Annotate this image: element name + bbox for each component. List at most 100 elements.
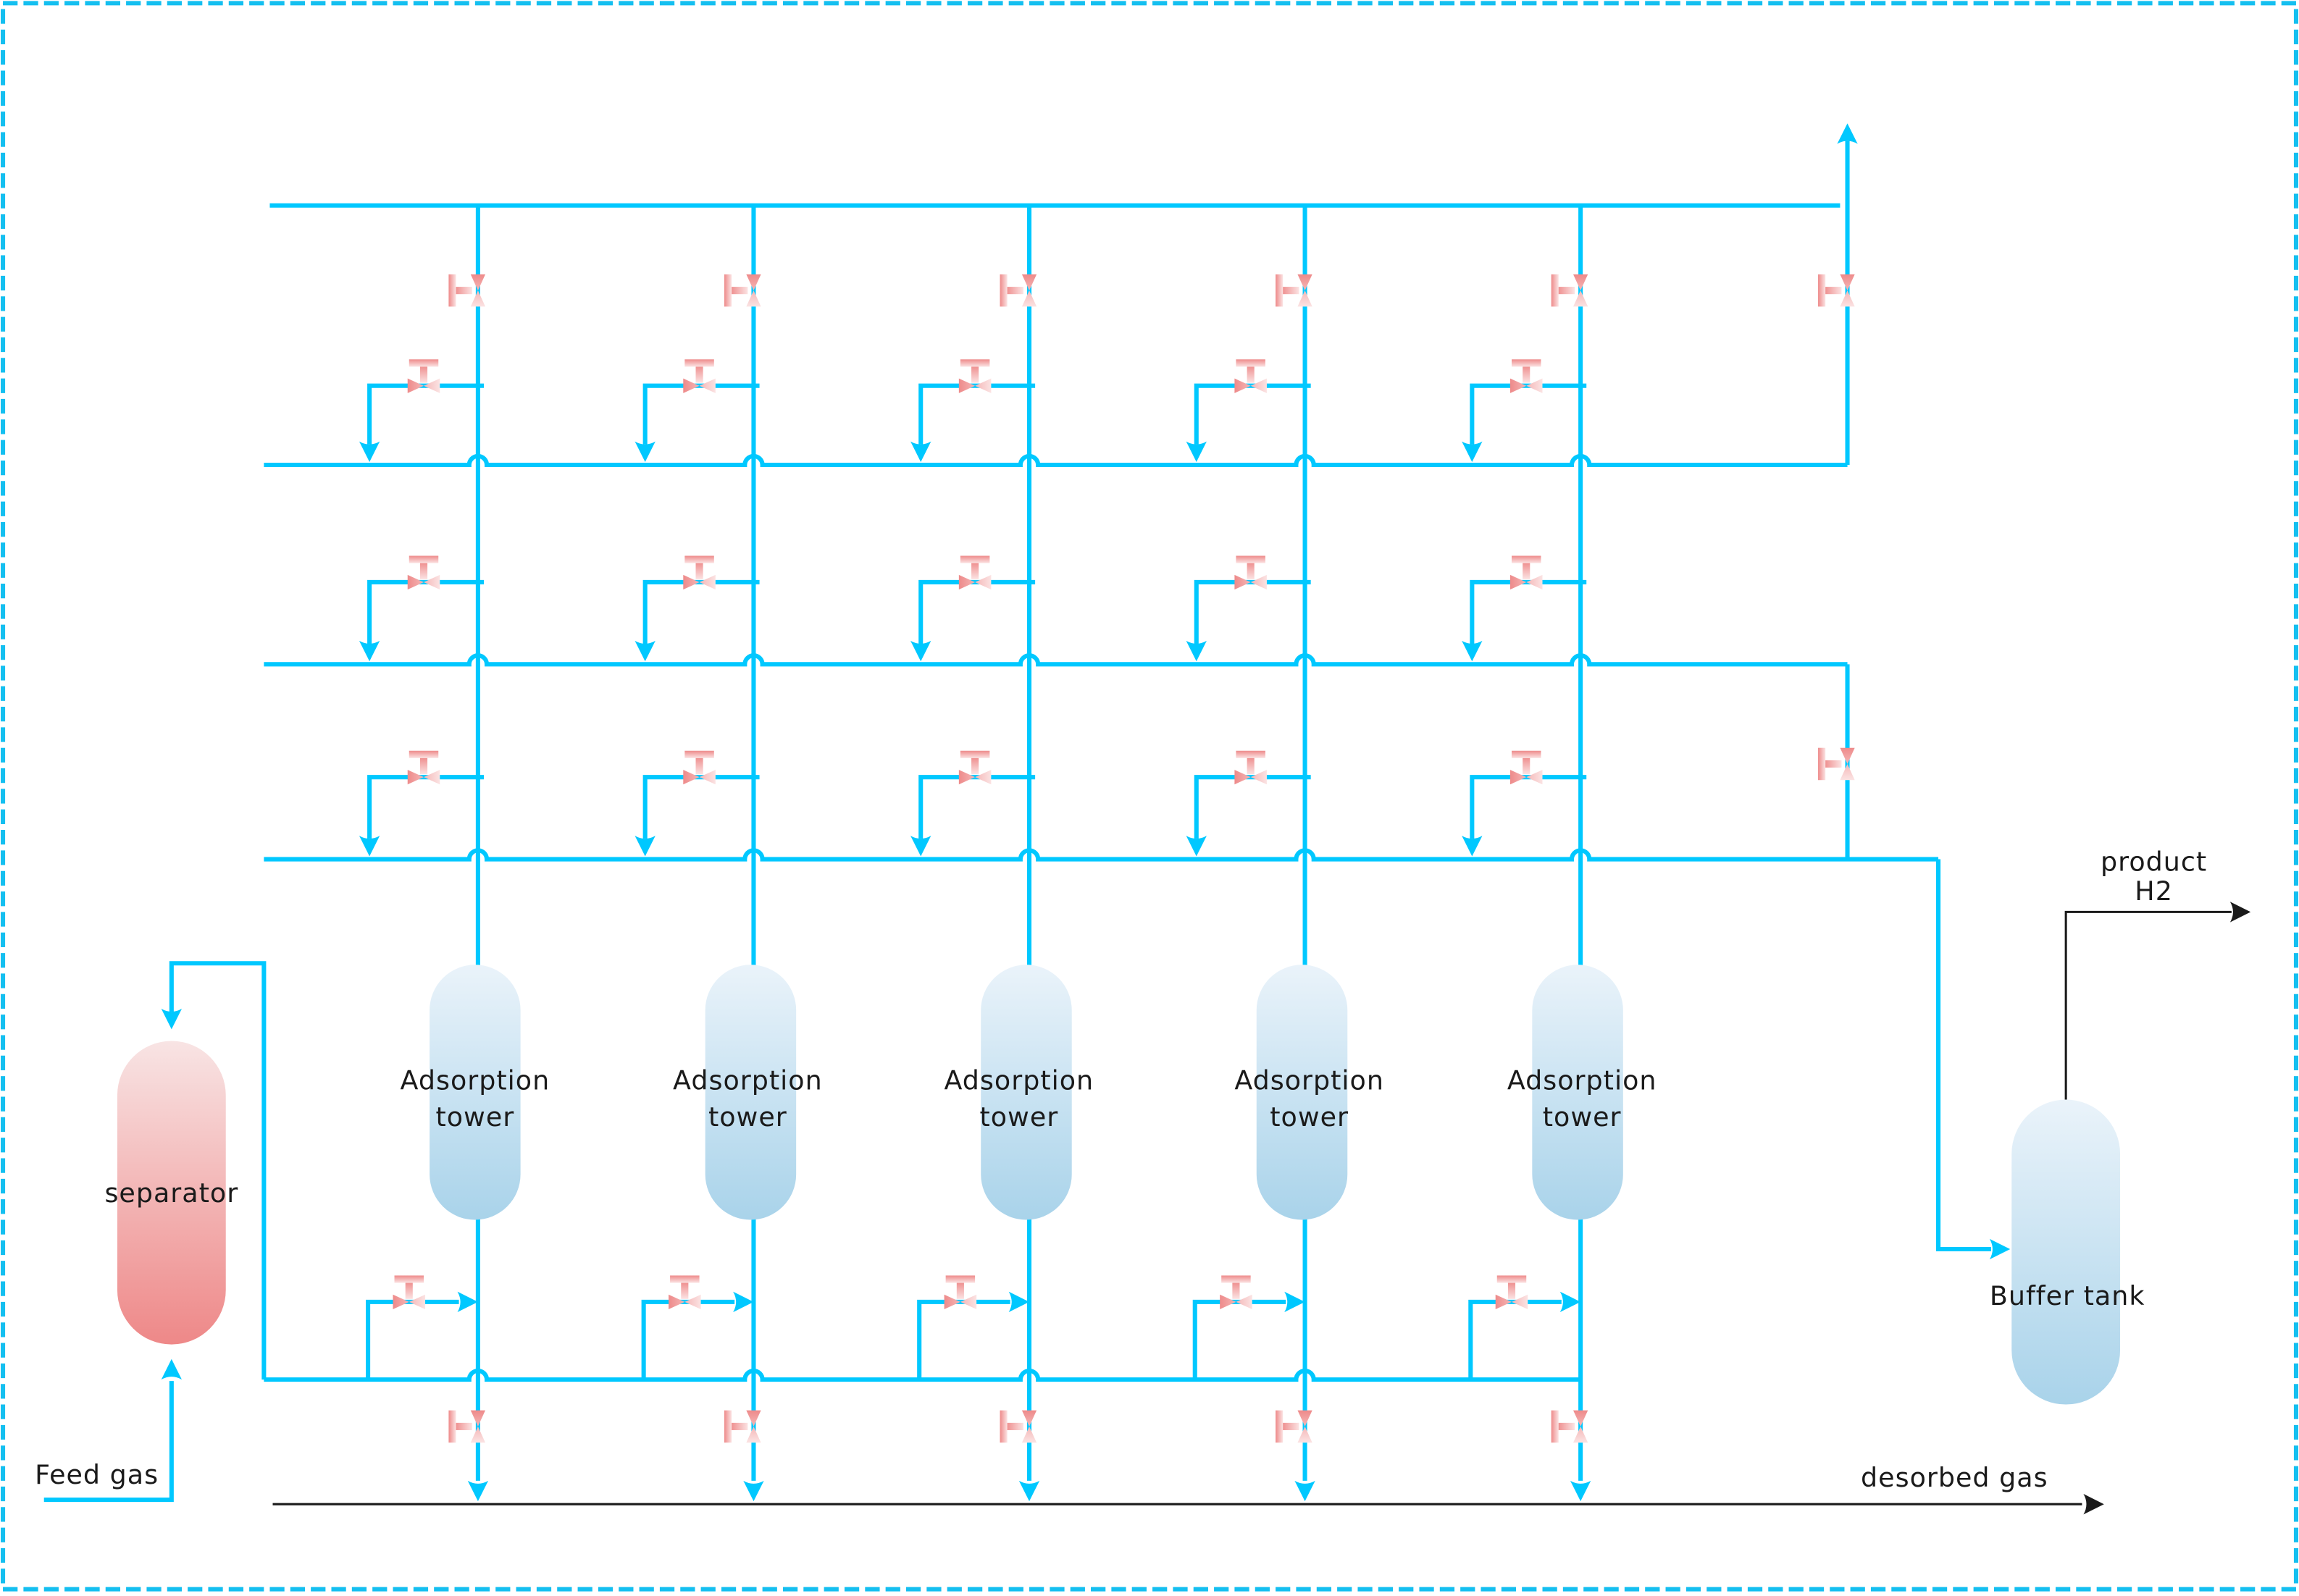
tower-4-branch-3-arrow-icon (1186, 836, 1207, 857)
valve-handwheel (960, 359, 990, 367)
tower-1-desorb-valve-icon (448, 1410, 486, 1443)
valve-handwheel (1551, 274, 1559, 307)
tower-1-branch-3-valve-icon (407, 750, 440, 785)
valve-stem (956, 1281, 964, 1299)
valve-handwheel (945, 1275, 976, 1283)
valve-stem (1232, 1281, 1240, 1299)
tower-5-branch-1-arrow-icon (1462, 441, 1483, 462)
valve-handwheel (409, 359, 439, 367)
tower-5-branch-3-valve-icon (1509, 750, 1543, 785)
tower-3-branch-2-valve-icon (958, 555, 992, 590)
tower-3-desorb-arrow-icon (1018, 1480, 1040, 1502)
adsorption-tower-1 (430, 965, 521, 1220)
valve-stem (419, 561, 428, 579)
valve-handwheel (1511, 750, 1541, 758)
valve-stem (1005, 1422, 1023, 1430)
valve-handwheel (724, 274, 732, 307)
product-label-line2: H2 (2135, 875, 2173, 907)
valve-handwheel (1818, 747, 1826, 781)
product-h2-line (2064, 910, 2232, 1100)
valve-stem (1247, 561, 1255, 579)
valve-handwheel (1276, 1410, 1283, 1443)
valve-stem (454, 1422, 472, 1430)
product-h2-arrow-icon (2229, 902, 2251, 923)
tower-4-desorb-arrow-icon (1294, 1480, 1315, 1502)
tower-2-branch-2-valve-icon (683, 555, 716, 590)
tower-5-branch-1 (1470, 383, 1587, 445)
tower-4-product-valve-icon (1276, 274, 1312, 307)
output-lines (272, 902, 2251, 1515)
feed-gas-label: Feed gas (35, 1459, 159, 1490)
valve-body (1297, 274, 1312, 307)
tower-2-label-line2: tower (708, 1101, 787, 1133)
valve-handwheel (1221, 1275, 1251, 1283)
separator-overhead-pipe (169, 961, 267, 1380)
tower-5-branch-2 (1470, 579, 1587, 644)
tower-3-product-valve-icon (1000, 274, 1037, 307)
valve-stem (1523, 561, 1530, 579)
valve-handwheel (409, 750, 439, 758)
equalization-header-1 (264, 453, 1848, 468)
valve-stem (730, 287, 748, 295)
tower-3-branch-1-arrow-icon (910, 441, 931, 462)
tower-2-branch-3-arrow-icon (635, 836, 656, 857)
valve-body (1573, 1410, 1588, 1443)
adsorption-tower-3 (981, 965, 1072, 1220)
valve-stem (695, 756, 703, 775)
feed-header (264, 1368, 1581, 1382)
tower-4-label-line1: Adsorption (1234, 1064, 1384, 1096)
tower-1-branch-1 (367, 383, 484, 445)
feed-gas-arrow-icon (161, 1358, 183, 1380)
tower-4-branch-2-arrow-icon (1186, 640, 1207, 662)
separator-inlet-arrow-icon (161, 1009, 183, 1030)
tower-3-feed-valve-icon (944, 1275, 977, 1309)
tower-1-branch-1-arrow-icon (359, 441, 380, 462)
tower-4-branch-2 (1194, 579, 1311, 644)
tower-2-branch-2 (642, 579, 760, 644)
valve-handwheel (1276, 274, 1283, 307)
valve-handwheel (684, 555, 714, 563)
valve-stem (1523, 365, 1530, 383)
tower-4-branch-3 (1194, 775, 1311, 839)
tower-3-feed-branch (917, 1299, 1010, 1380)
valve-stem (454, 287, 472, 295)
tower-3-label-line2: tower (979, 1101, 1058, 1133)
tower-5-branch-2-arrow-icon (1462, 640, 1483, 662)
tower-3-branch-1 (918, 383, 1036, 445)
valve-stem (1557, 1422, 1575, 1430)
tower-4-feed-valve-icon (1220, 1275, 1252, 1309)
tower-3-branch-3-arrow-icon (910, 836, 931, 857)
tower-2-label-line1: Adsorption (673, 1064, 823, 1096)
valve-stem (1247, 365, 1255, 383)
valve-stem (1005, 287, 1023, 295)
valve-handwheel (724, 1410, 732, 1443)
tower-5-branch-3-arrow-icon (1462, 836, 1483, 857)
product-label-line1: product (2101, 847, 2207, 878)
valve-handwheel (1511, 359, 1541, 367)
tower-2-feed-branch (641, 1299, 735, 1380)
valve-stem (1507, 1281, 1516, 1299)
valve-handwheel (1236, 750, 1265, 758)
tower-1-desorb-arrow-icon (467, 1480, 489, 1502)
tower-4-desorb-valve-icon (1276, 1410, 1312, 1443)
valve-handwheel (1496, 1275, 1527, 1283)
valve-stem (419, 756, 428, 775)
valve-handwheel (1818, 274, 1826, 307)
valve-body (470, 1410, 486, 1443)
tower-5-desorb-arrow-icon (1570, 1480, 1591, 1502)
tower-4-branch-2-valve-icon (1234, 555, 1267, 590)
valve-body (958, 378, 992, 393)
valve-stem (419, 365, 428, 383)
equalization-header-2 (264, 653, 1848, 667)
valve-stem (1281, 287, 1299, 295)
tower-5-feed-valve-icon (1495, 1275, 1528, 1309)
tower-1-feed-arrow-icon (457, 1291, 478, 1313)
separator-vessel (117, 1041, 226, 1345)
vessels (117, 965, 2121, 1405)
tower-2-branch-1-valve-icon (683, 359, 716, 393)
valve-handwheel (1511, 555, 1541, 563)
valve-handwheel (684, 359, 714, 367)
tower-4-branch-1-valve-icon (1234, 359, 1267, 393)
